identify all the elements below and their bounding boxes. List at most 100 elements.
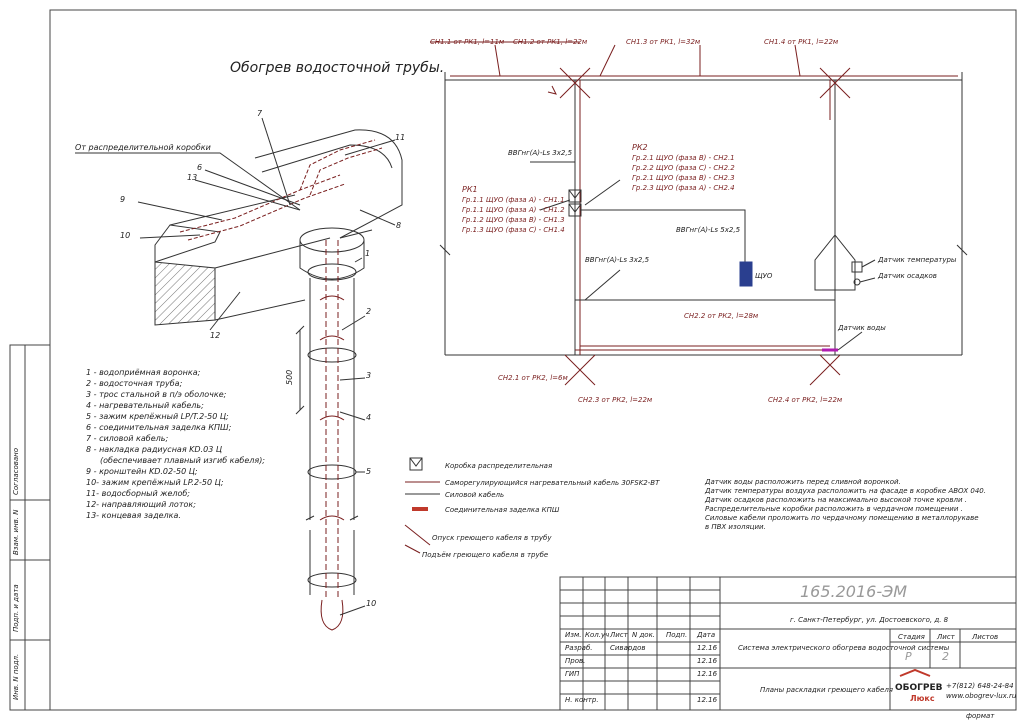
symbol-box-label: Коробка распределительная [445,462,552,470]
title-block [559,576,1017,711]
callout-label: 4 [366,413,371,422]
legend-item: 3 - трос стальной в п/э оболочке; [86,390,227,399]
legend-item: 1 - водоприёмная воронка; [86,368,201,377]
legend-item: 2 - водосточная труба; [86,379,183,388]
from-box-label: От распределительной коробки [75,143,211,152]
note-line: Распределительные коробки расположить в … [705,505,963,513]
rk1-line: Гр.1.1 ЩУО (фаза А) - СН1.2 [462,206,565,214]
address: г. Санкт-Петербург, ул. Достоевского, д.… [790,616,949,624]
callout-label: 12 [210,331,220,340]
callout-label: 6 [197,163,202,172]
logo-subtext: Люкс [910,694,935,703]
side-stamp-label: Инв. N подл. [12,654,20,700]
rk2-title: РК2 [632,143,648,152]
legend-item: 13- концевая заделка. [86,511,181,520]
temp-sensor-label: Датчик температуры [877,256,957,264]
note-line: Силовые кабели проложить по чердачному п… [705,514,979,522]
symbol-heat-cable-label: Саморегулирующийся нагревательный кабель… [445,479,660,487]
water-sensor-label: Датчик воды [837,324,886,332]
logo-text: ОБОГРЕВ [895,683,943,693]
note-line: в ПВХ изоляции. [705,523,766,531]
left-title: Обогрев водосточной трубы. [230,60,444,76]
rk1-line: Гр.1.2 ЩУО (фаза В) - СН1.3 [462,216,565,224]
col-head: Изм. [565,631,581,639]
sheet-label: Лист [936,633,956,641]
stage-label: Стадия [898,633,925,641]
col-head: Подп. [666,631,687,639]
side-stamp-label: Согласовано [12,448,20,495]
date-cell: 12.16 [697,644,718,652]
callout-label: 3 [366,371,371,380]
cable-label-2: ВВГнг(А)-Ls 3х2,5 [585,256,650,264]
note-line: Датчик температуры воздуха расположить н… [704,487,986,495]
legend-item: 6 - соединительная заделка КПШ; [86,423,232,432]
drawing-code: 165.2016-ЭМ [800,582,907,601]
company-site: www.obogrev-lux.ru [946,692,1017,700]
stage-value: Р [905,650,912,663]
legend-item: 7 - силовой кабель; [86,434,168,443]
date-cell: 12.16 [697,657,718,665]
plan-top-label: СН1.4 от РК1, l=22м [764,38,839,46]
roof-plan [430,41,968,386]
plan-top-label: СН1.3 от РК1, l=32м [626,38,701,46]
legend-item: 5 - зажим крепёжный LP/T.2-50 Ц; [86,412,229,421]
rk1-line: Гр.1.3 ЩУО (фаза С) - СН1.4 [462,226,565,234]
date-cell: 12.16 [697,696,718,704]
callout-label: 11 [395,133,405,142]
rk2-line: Гр.2.3 ЩУО (фаза А) - СН2.4 [632,184,735,192]
components-legend: 1 - водоприёмная воронка; 2 - водосточна… [86,368,265,520]
callout-label: 1 [365,249,370,258]
plan-top-label: СН1.1 от РК1, l=11м [430,38,505,46]
date-cell: 12.16 [697,670,718,678]
cable-label-3: ВВГнг(А)-Ls 5х2,5 [676,226,741,234]
rk2-line: Гр.2.1 ЩУО (фаза В) - СН2.3 [632,174,735,182]
row-label: Н. контр. [565,696,599,704]
symbol-joint-label: Соединительная заделка КПШ [445,506,560,514]
legend-item: 12- направляющий лоток; [86,500,196,509]
col-head: Дата [696,631,715,639]
note-line: Датчик воды расположить перед сливной во… [704,478,901,486]
sn24-label: СН2.4 от РК2, l=22м [768,396,843,404]
legend-item: 9 - кронштейн KD.02-50 Ц; [86,467,198,476]
side-stamp-label: Взам. инв. N [12,509,20,555]
sheets-label: Листов [971,633,998,641]
col-head: N док. [632,631,655,639]
sheet-title: Планы раскладки греющего кабеля [760,686,893,694]
legend-item: (обеспечивает плавный изгиб кабеля); [100,456,265,465]
notes: Датчик воды расположить перед сливной во… [704,478,986,531]
legend-item: 10- зажим крепёжный LP.2-50 Ц; [86,478,224,487]
sn21-label: СН2.1 от РК2, l=6м [498,374,568,382]
legend-item: 11- водосборный желоб; [86,489,190,498]
col-head: Кол.уч [585,631,609,639]
rk2-line: Гр.2.1 ЩУО (фаза В) - СН2.1 [632,154,735,162]
row-label: ГИП [565,670,580,678]
row-label: Разраб. [565,644,593,652]
callout-label: 10 [120,231,130,240]
callout-numbers: 7 6 13 9 10 11 8 1 2 3 4 5 10 12 [120,109,405,608]
format-label: формат [966,712,995,720]
side-stamp [9,344,51,711]
sn22-label: СН2.2 от РК2, l=28м [684,312,759,320]
symbol-power-cable-label: Силовой кабель [445,491,504,499]
legend-item: 8 - накладка радиусная KD.03 Ц [86,445,222,454]
legend-item: 4 - нагревательный кабель; [86,401,204,410]
system-title: Система электрического обогрева водосточ… [738,644,950,652]
callout-label: 13 [187,173,197,182]
sheet-value: 2 [942,650,949,663]
shuo-label: ЩУО [755,272,773,280]
sheet-frame [49,9,1017,711]
side-stamp-label: Подп. и дата [12,584,20,632]
symbols-legend [404,457,440,554]
callout-label: 9 [120,195,125,204]
col-head: Лист [609,631,629,639]
precip-sensor-label: Датчик осадков [877,272,937,280]
callout-label: 8 [396,221,401,230]
callout-label: 7 [257,109,263,118]
symbol-down-label: Опуск греющего кабеля в трубу [432,534,552,542]
callout-label: 2 [366,307,371,316]
rk1-title: РК1 [462,185,478,194]
dim-500-label: 500 [285,370,294,385]
pipe-detail [75,117,403,631]
plan-top-label: СН1.2 от РК1, l=22м [513,38,588,46]
